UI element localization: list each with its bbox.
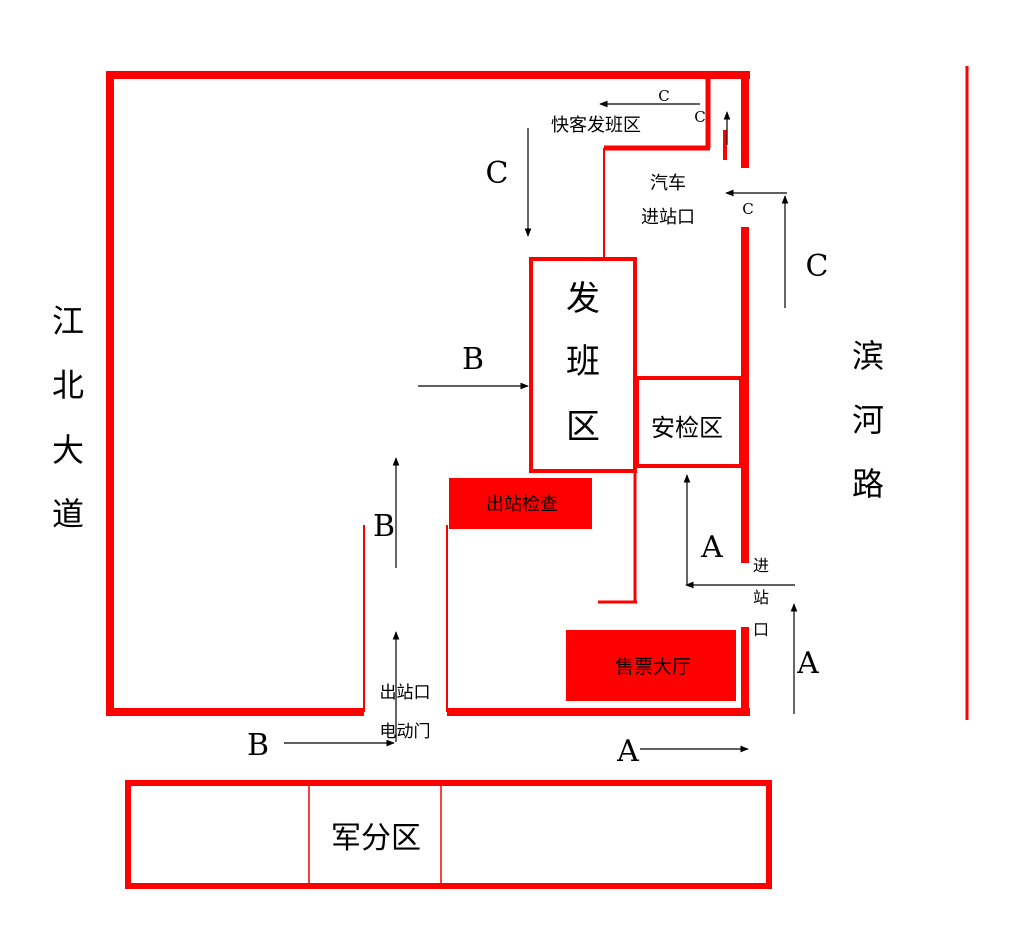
military-area-label: 军分区 [331, 821, 421, 856]
flow-label-c-right: C [806, 249, 829, 284]
flow-arrows [284, 100, 798, 753]
bus-entrance-line-2: 进站口 [641, 207, 695, 228]
dispatch-char-2: 班 [566, 342, 600, 382]
road-left-char-1: 江 [52, 302, 84, 340]
flow-label-a-up: A [700, 530, 723, 565]
flow-label-b-main: B [462, 342, 484, 377]
flow-label-c-small-entry: C [742, 200, 753, 218]
exit-check-box [449, 478, 592, 529]
flow-label-b-left: B [373, 509, 395, 544]
military-area-box [125, 780, 772, 889]
exit-check-label: 出站检查 [486, 494, 558, 515]
dispatch-area-box [529, 257, 637, 473]
exit-gate-line-1: 出站口 [380, 683, 431, 703]
ticket-hall-label: 售票大厅 [615, 656, 691, 678]
security-area-box [635, 376, 743, 468]
road-left-char-3: 大 [52, 431, 84, 469]
road-label-left: 江 北 大 道 [52, 302, 84, 533]
road-left-char-2: 北 [52, 366, 84, 404]
express-area-label: 快客发班区 [551, 115, 641, 136]
road-right-char-1: 滨 [852, 337, 884, 375]
flow-label-c-small-top: C [658, 87, 669, 105]
ticket-hall-box [566, 630, 736, 701]
security-area-label: 安检区 [651, 414, 723, 442]
dispatch-char-1: 发 [566, 279, 600, 319]
ticket-hall-area: 售票大厅 [566, 630, 736, 701]
security-area: 安检区 [635, 376, 743, 468]
exit-gate-line-2: 电动门 [380, 722, 431, 742]
passenger-entrance-char-1: 进 [753, 556, 769, 575]
road-right-char-3: 路 [852, 465, 884, 503]
road-left-char-4: 道 [52, 495, 84, 533]
flow-label-a-right: A [796, 646, 819, 681]
compound-walls [106, 71, 750, 716]
road-right-char-2: 河 [852, 401, 884, 439]
flow-label-a-bottom: A [616, 734, 639, 769]
passenger-entrance-char-3: 口 [753, 620, 769, 639]
road-label-right: 滨 河 路 [852, 337, 884, 503]
exit-check-area: 出站检查 [449, 478, 592, 529]
flow-label-c-small-right: C [694, 108, 705, 126]
flow-label-b-bottom: B [247, 728, 269, 763]
passenger-entrance-char-2: 站 [753, 588, 769, 607]
military-area: 军分区 [125, 780, 772, 889]
dispatch-char-3: 区 [566, 407, 600, 447]
dispatch-area: 发 班 区 [529, 257, 637, 473]
bus-entrance-line-1: 汽车 [650, 173, 686, 194]
flow-label-c-main: C [486, 156, 509, 191]
